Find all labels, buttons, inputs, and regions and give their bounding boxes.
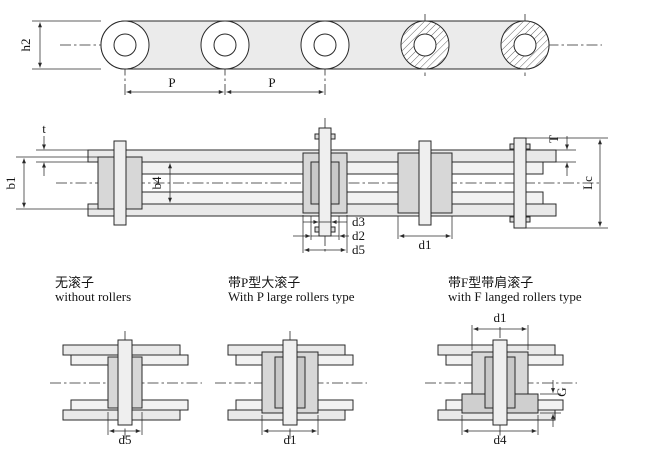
pin-hole — [413, 33, 437, 57]
dim-label-b4: b4 — [149, 176, 164, 190]
pin-lc — [513, 137, 527, 229]
side-view: t b1 b4 d3 d2 d5 d1 — [3, 118, 608, 257]
pin — [113, 140, 127, 226]
dim-label-d1: d1 — [494, 310, 507, 325]
dim-label-pitch-right: P — [268, 75, 275, 90]
variant-title-en: with F langed rollers type — [448, 289, 582, 304]
dim-label-d5: d5 — [119, 432, 132, 447]
dim-label-b1: b1 — [3, 177, 18, 190]
variant-title-zh: 无滚子 — [55, 275, 94, 290]
dim-label-h2: h2 — [18, 39, 33, 52]
dim-label-d5: d5 — [352, 242, 365, 257]
dim-label-d3: d3 — [352, 214, 365, 229]
variant-title-en: without rollers — [55, 289, 131, 304]
dim-label-d2: d2 — [352, 228, 365, 243]
variant-title-zh: 带F型带肩滚子 — [448, 275, 533, 290]
pin-hole — [313, 33, 337, 57]
top-view: h2 P P — [18, 14, 602, 98]
dim-label-d1: d1 — [419, 237, 432, 252]
dim-label-d1: d1 — [284, 432, 297, 447]
pin — [492, 339, 508, 426]
pin-hole — [213, 33, 237, 57]
dim-label-d4: d4 — [494, 432, 508, 447]
dim-label-T: T — [546, 135, 561, 143]
pin-hole — [113, 33, 137, 57]
pin — [418, 140, 432, 226]
dim-label-t: t — [42, 121, 46, 136]
pin-d3 — [318, 127, 332, 237]
pin — [117, 339, 133, 426]
variant-without-rollers: 无滚子 without rollers d5 — [50, 275, 202, 447]
dim-label-G: G — [554, 387, 569, 396]
dim-label-pitch-left: P — [168, 75, 175, 90]
pin-hole — [513, 33, 537, 57]
variant-title-en: With P large rollers type — [228, 289, 355, 304]
variant-p-large-roller: 带P型大滚子 With P large rollers type d1 — [215, 275, 367, 447]
variant-f-flanged-roller: 带F型带肩滚子 with F langed rollers type d1 d4… — [425, 275, 582, 447]
pin — [282, 339, 298, 426]
variant-title-zh: 带P型大滚子 — [228, 275, 300, 290]
dim-label-Lc: Lc — [580, 176, 595, 190]
